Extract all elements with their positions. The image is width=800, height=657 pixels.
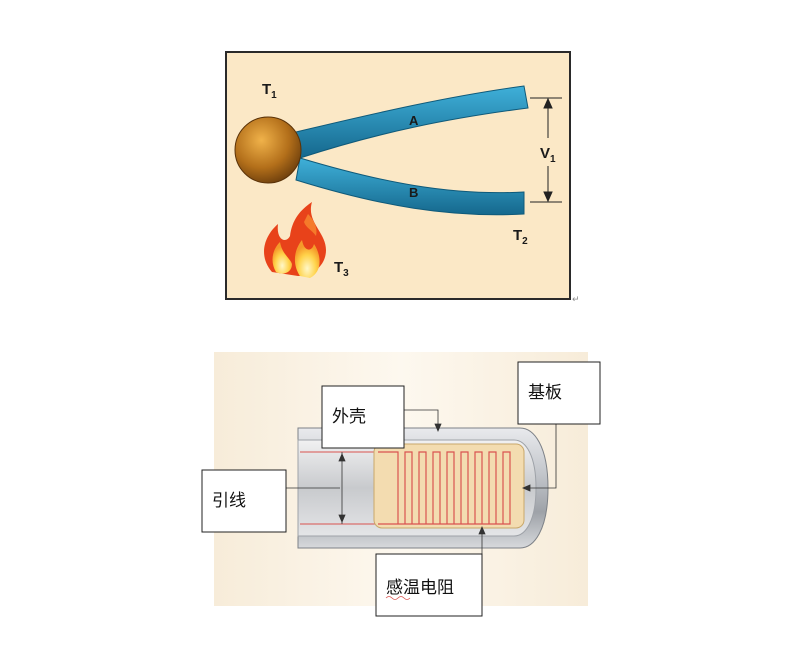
paragraph-mark: ↵ <box>572 295 580 305</box>
label-t3: T3 <box>334 259 349 279</box>
hot-junction <box>234 116 302 184</box>
wire-a <box>295 85 529 159</box>
label-t2: T2 <box>513 227 528 247</box>
label-v1: V1 <box>540 145 556 165</box>
label-wire-a: A <box>409 113 419 128</box>
wire-b <box>295 157 525 216</box>
svg-text:感温电阻: 感温电阻 <box>386 578 454 598</box>
label-wire-b: B <box>409 185 418 200</box>
substrate <box>373 443 525 529</box>
sensing-resistor-element <box>378 451 511 525</box>
callout-sensing-resistor: 感温电阻 <box>375 553 483 617</box>
svg-text:外壳: 外壳 <box>332 407 366 427</box>
callout-shell: 外壳 <box>321 385 405 449</box>
lead-wires <box>300 451 378 525</box>
voltage-dimension <box>530 97 562 203</box>
thermocouple-diagram: ↵ T1 A B V1 T2 T3 <box>225 51 580 305</box>
callout-substrate: 基板 <box>517 361 601 425</box>
flame-icon <box>264 202 326 278</box>
svg-text:引线: 引线 <box>212 491 246 511</box>
label-t1: T1 <box>262 81 277 101</box>
callout-lead: 引线 <box>201 469 287 533</box>
leader-lines <box>286 409 557 554</box>
rtd-diagram: 外壳 基板 引线 感温电阻 <box>201 352 601 617</box>
svg-text:基板: 基板 <box>528 383 562 403</box>
